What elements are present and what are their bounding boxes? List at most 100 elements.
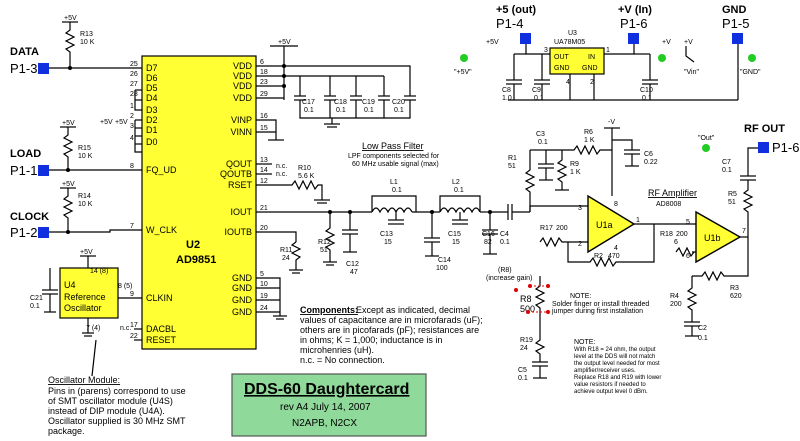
- u2-right-pin-label: GND: [232, 307, 253, 317]
- tp-gnd[interactable]: [748, 54, 756, 62]
- load-pin-pad[interactable]: [38, 165, 49, 176]
- u2-left-pin-label: D4: [146, 93, 158, 103]
- u2-left-pin-num: 27: [130, 81, 138, 88]
- r2-value: 470: [608, 253, 620, 260]
- u2-right-pin-num: 10: [260, 281, 268, 288]
- r19-value: 24: [520, 345, 528, 352]
- u2-right-pin-label: VDD: [233, 61, 253, 71]
- u2-part: AD9851: [176, 254, 216, 266]
- u1b-pin6: 6: [686, 253, 690, 260]
- gain-label: (R8): [498, 267, 512, 274]
- osc-note-line: Oscillator supplied is 30 MHz SMT: [48, 416, 186, 426]
- c5-ref: C5: [518, 367, 527, 374]
- c3-value: 0.1: [538, 139, 548, 146]
- u2-left-pin-num: 22: [130, 333, 138, 340]
- u2-left-pin-label: D1: [146, 125, 158, 135]
- r5-value: 51: [728, 199, 736, 206]
- c20-ref: C20: [392, 99, 405, 106]
- vin-pin-pad[interactable]: [628, 33, 639, 44]
- u2-left-pin-num: 28: [130, 91, 138, 98]
- gnd-pin-name: GND: [722, 4, 747, 16]
- clock-pin-pad[interactable]: [38, 227, 49, 238]
- l2-inductor: [439, 207, 481, 214]
- u2-ref: U2: [186, 239, 200, 251]
- l1-value: 0.1: [392, 187, 402, 194]
- r3-value: 620: [730, 293, 742, 300]
- u2-right-pin-num: 6: [260, 59, 264, 66]
- u2-right-pin-label: QOUTB: [220, 169, 252, 179]
- u2-left-pin-label: DACBL: [146, 324, 176, 334]
- r5-ref: R5: [728, 191, 737, 198]
- p5v-pin-number: P1-4: [496, 16, 523, 31]
- u2-right-pin-num: 16: [260, 113, 268, 120]
- u2-right-pin-label: GND: [232, 295, 253, 305]
- c4-value: 0.1: [500, 239, 510, 246]
- u4-pin8: 8 (5): [118, 283, 132, 290]
- u3-regulator-body: [549, 47, 605, 75]
- tp-vin[interactable]: [658, 54, 666, 62]
- u3-pin4: 4: [566, 79, 570, 86]
- u2-right-pin-num: 14: [260, 167, 268, 174]
- components-note-line: others are in picofarads (pF); resistanc…: [300, 325, 479, 335]
- components-note-line: n.c. = No connection.: [300, 355, 385, 365]
- rf-out-pin-name: RF OUT: [744, 123, 785, 135]
- u2-right-pin-num: 5: [260, 271, 264, 278]
- r12-ref: R12: [318, 239, 331, 246]
- l1-ref: L1: [390, 179, 398, 186]
- u4-line2: Oscillator: [64, 303, 102, 313]
- u4-line1: Reference: [64, 292, 106, 302]
- data-pin-pad[interactable]: [38, 63, 49, 74]
- c18-value: 0.1: [336, 107, 346, 114]
- r13-value: 10 K: [80, 39, 95, 46]
- out-test-point[interactable]: [702, 144, 710, 152]
- u2-right-pin-num: 21: [260, 205, 268, 212]
- p5v-pin-name: +5 (out): [496, 4, 536, 16]
- lpf-line1: LPF components selected for: [348, 153, 440, 160]
- c21-value: 0.1: [30, 303, 40, 310]
- c15-ref: C15: [448, 231, 461, 238]
- data-pin-name: DATA: [10, 46, 39, 58]
- r15-ref: R15: [78, 145, 91, 152]
- c3-ref: C3: [536, 131, 545, 138]
- vin-pin-number: P1-6: [620, 16, 647, 31]
- p5v-pin-pad[interactable]: [520, 33, 531, 44]
- u2-right-pin-label: VDD: [233, 81, 253, 91]
- bypass-caps: [294, 95, 416, 128]
- c20-value: 0.1: [394, 107, 404, 114]
- u2-left-pin-label: CLKIN: [146, 293, 173, 303]
- u2-right-pin-label: QOUT: [226, 159, 253, 169]
- r18-value: 200: [676, 231, 688, 238]
- u2-left-pin-label: D3: [146, 105, 158, 115]
- u2-right-pin-num: 24: [260, 305, 268, 312]
- u2-left-pin-num: 26: [130, 71, 138, 78]
- r18-c: 6: [674, 239, 678, 246]
- tp-5v[interactable]: [460, 54, 468, 62]
- osc-note-line: Pins in (parens) correspond to use: [48, 386, 186, 396]
- rf-out-pin-pad[interactable]: [758, 142, 769, 153]
- c7-ref: C7: [722, 159, 731, 166]
- u2-left-pin-num: 17: [130, 322, 138, 329]
- u4-pin7: 7 (4): [86, 325, 100, 332]
- clock-pin-name: CLOCK: [10, 211, 49, 223]
- u2-right-pin-label: VINP: [231, 115, 252, 125]
- u2-left-pin-num: 2: [130, 113, 134, 120]
- title-main: DDS-60 Daughtercard: [244, 381, 409, 398]
- components-note-line: microhenries (uH).: [300, 345, 374, 355]
- r8-value: 500: [520, 304, 535, 314]
- u1a-pin1: 1: [636, 217, 640, 224]
- c21-ref: C21: [30, 295, 43, 302]
- gnd-pin-pad[interactable]: [732, 33, 743, 44]
- u3-pin1: 1: [606, 47, 610, 54]
- u2-right-pin-label: GND: [232, 273, 253, 283]
- c13-value: 15: [384, 239, 392, 246]
- u2-left-pin-num: 7: [130, 223, 134, 230]
- c19-value: 0.1: [364, 107, 374, 114]
- c18-ref: C18: [334, 99, 347, 106]
- u3-gnd-b: GND: [582, 65, 598, 72]
- r12-value: 51: [320, 247, 328, 254]
- note1-line1: Solder finger or install threaded: [552, 301, 649, 308]
- u2-right-pin-num: 12: [260, 178, 268, 185]
- tp-5v-label: "+5V": [454, 69, 472, 76]
